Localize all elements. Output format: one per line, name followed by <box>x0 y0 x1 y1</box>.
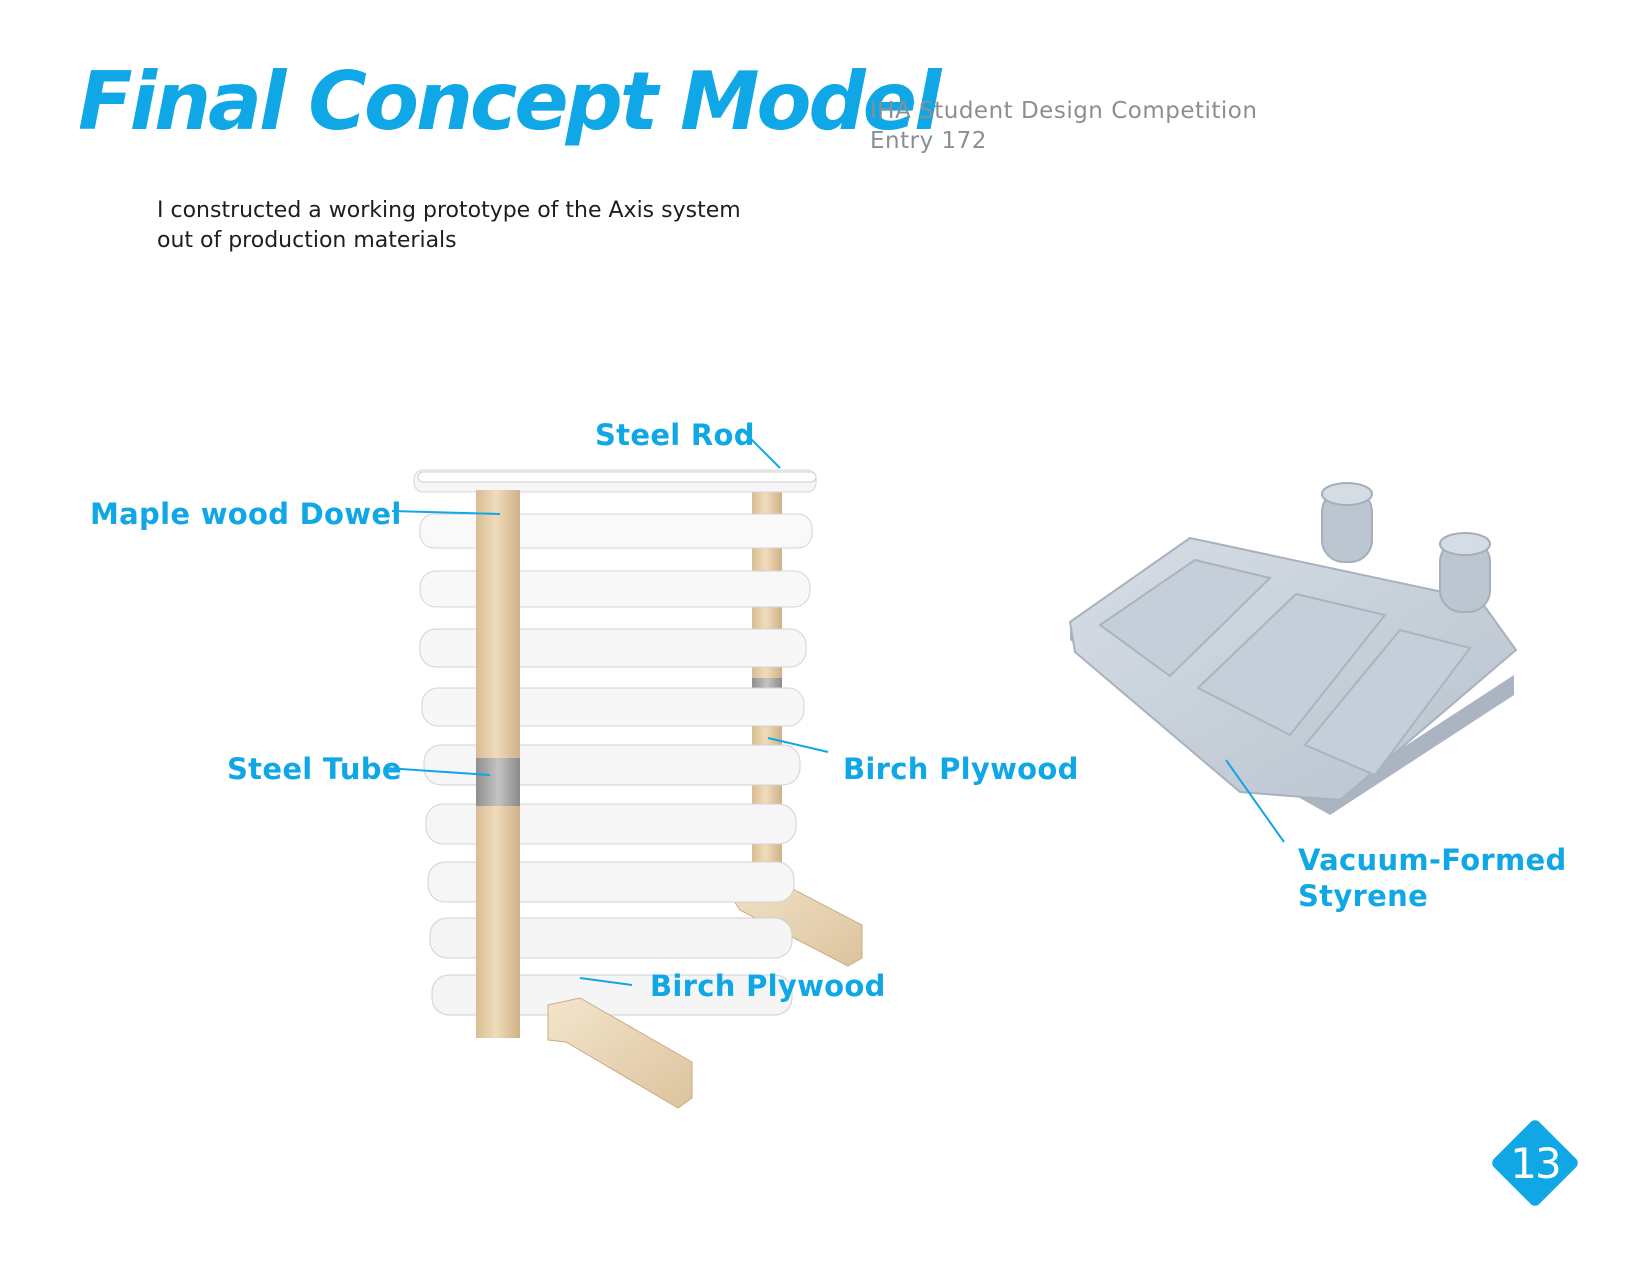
tray-side <box>1070 622 1514 815</box>
callout-leader-lines <box>385 429 1285 986</box>
callout-steel-rod: Steel Rod <box>595 418 755 452</box>
leader-birch-plywood-bottom <box>579 977 633 986</box>
callout-maple-wood-dowel: Maple wood Dowel <box>90 497 402 531</box>
page-title: Final Concept Model <box>78 55 941 148</box>
styrene-label-line-1: Vacuum-Formed <box>1298 843 1567 877</box>
tray-compartment <box>1303 628 1472 777</box>
tray-compartment <box>1098 558 1272 678</box>
competition-subtitle: IHA Student Design Competition Entry 172 <box>870 96 1257 156</box>
subtitle-line-1: IHA Student Design Competition <box>870 98 1258 124</box>
leader-maple-dowel <box>391 510 501 515</box>
page-number: 13 <box>1510 1138 1561 1188</box>
tray-post-top <box>1439 532 1491 556</box>
top-plate <box>417 471 817 483</box>
callout-steel-tube: Steel Tube <box>227 752 402 786</box>
callout-birch-plywood-right: Birch Plywood <box>843 752 1079 786</box>
leader-birch-plywood-right <box>767 737 829 753</box>
tray-post-top <box>1321 482 1373 506</box>
callout-vacuum-formed-styrene: Vacuum-Formed Styrene <box>1298 842 1567 914</box>
rack-prototype <box>413 469 863 1109</box>
page-number-badge: 13 <box>1489 1117 1581 1209</box>
intro-text: I constructed a working prototype of the… <box>157 196 797 256</box>
leader-steel-rod <box>741 429 781 469</box>
front-steel-tube <box>476 758 520 806</box>
styrene-tray <box>1069 482 1517 815</box>
subtitle-line-2: Entry 172 <box>870 128 987 154</box>
intro-line-1: I constructed a working prototype of the… <box>157 198 741 223</box>
tray-compartment <box>1196 592 1387 737</box>
leader-steel-tube <box>385 767 491 776</box>
styrene-label-line-2: Styrene <box>1298 879 1429 913</box>
intro-line-2: out of production materials <box>157 228 457 253</box>
front-plywood-foot <box>547 997 693 1109</box>
leader-styrene <box>1225 759 1285 843</box>
callout-birch-plywood-bottom: Birch Plywood <box>650 969 886 1003</box>
shelf <box>429 917 793 959</box>
shelf <box>431 974 793 1016</box>
